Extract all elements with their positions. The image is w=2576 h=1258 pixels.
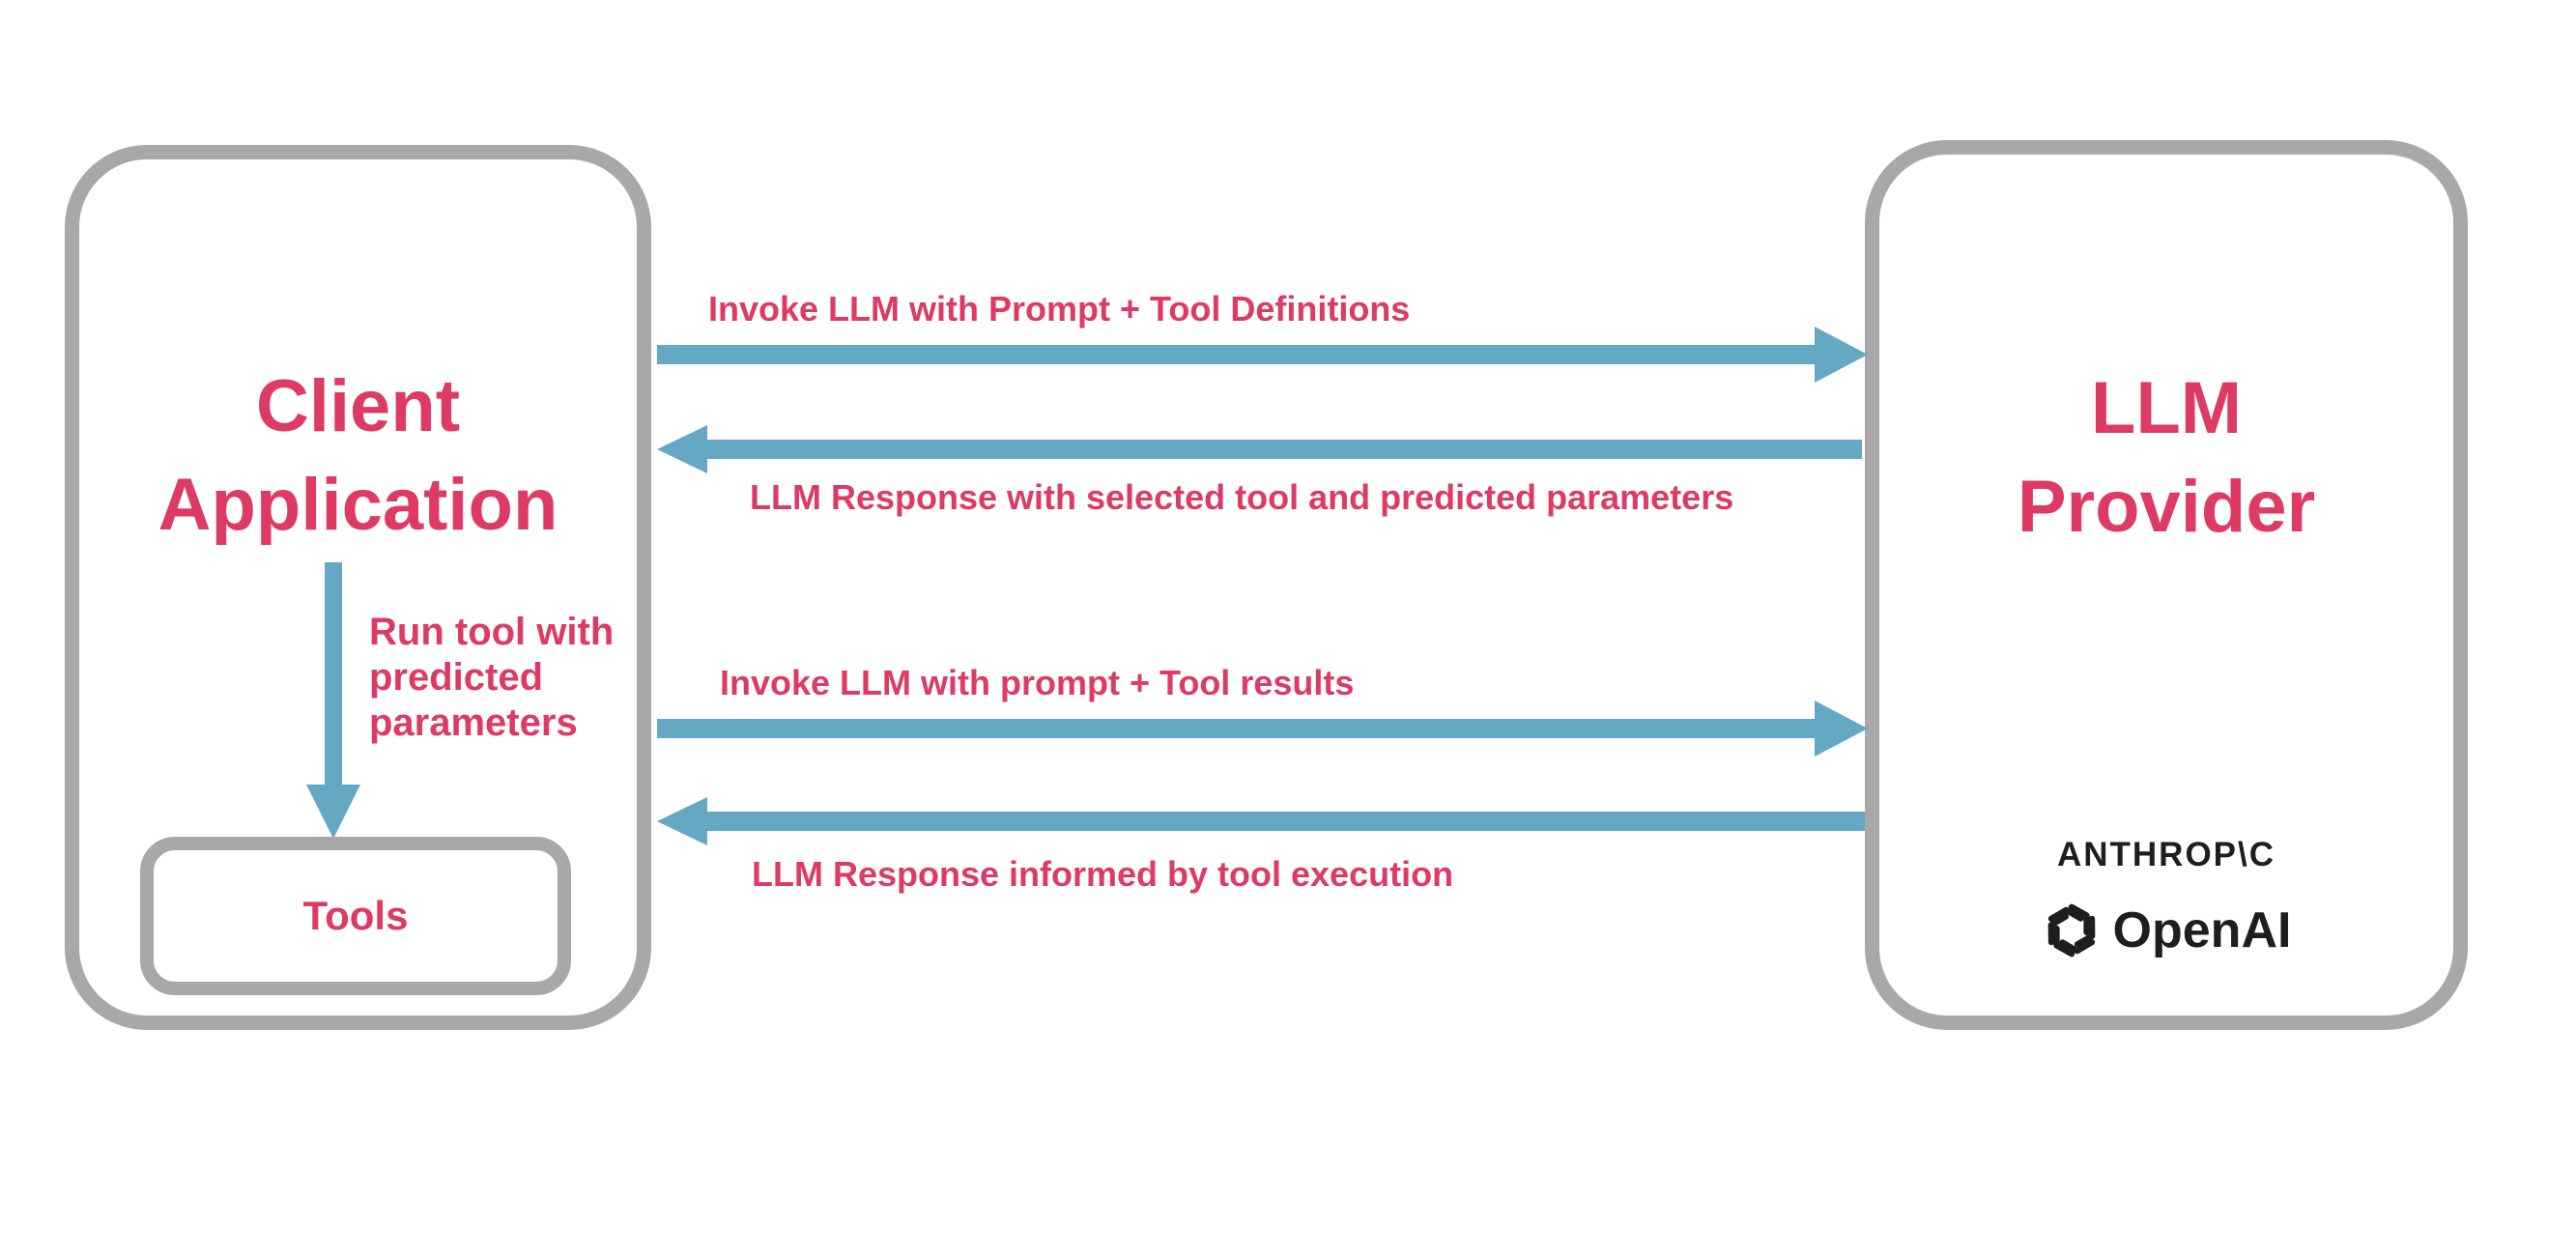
arrow-2-label: LLM Response with selected tool and pred…: [750, 477, 1734, 517]
arrow-1-shaft: [657, 345, 1817, 364]
openai-logo: OpenAI: [1879, 901, 2453, 960]
client-title-line1: Client: [255, 365, 461, 447]
run-tool-line2: predicted: [369, 656, 544, 699]
openai-wordmark: OpenAI: [2112, 902, 2292, 958]
arrow-3-shaft: [657, 719, 1815, 738]
arrow-4-left-head-icon: [657, 797, 707, 845]
tools-label: Tools: [302, 893, 409, 938]
arrow-2-shaft: [707, 440, 1862, 459]
llm-provider-title: LLM Provider: [1879, 359, 2453, 557]
arrow-4-shaft: [707, 812, 1865, 831]
llm-title-line2: Provider: [2017, 466, 2316, 548]
run-tool-line3: parameters: [369, 701, 578, 744]
run-tool-line1: Run tool with: [369, 611, 615, 653]
arrow-4-label: LLM Response informed by tool execution: [752, 854, 1454, 894]
arrow-1-right-head-icon: [1815, 327, 1868, 383]
arrow-3-right-head-icon: [1815, 700, 1868, 757]
run-tool-arrow-shaft: [325, 562, 342, 785]
tools-box: Tools: [140, 837, 571, 995]
openai-icon: [2042, 901, 2102, 960]
llm-title-line1: LLM: [2090, 367, 2243, 449]
arrow-3-label: Invoke LLM with prompt + Tool results: [720, 663, 1355, 702]
client-title-line2: Application: [157, 464, 558, 546]
anthropic-logo: ANTHROP\C: [2056, 836, 2276, 873]
run-tool-arrow-down-icon: [306, 785, 360, 839]
llm-provider-box: LLM Provider ANTHROP\C OpenAI: [1865, 140, 2468, 1030]
arrow-1-label: Invoke LLM with Prompt + Tool Definition…: [708, 289, 1411, 329]
arrow-2-left-head-icon: [657, 425, 707, 473]
